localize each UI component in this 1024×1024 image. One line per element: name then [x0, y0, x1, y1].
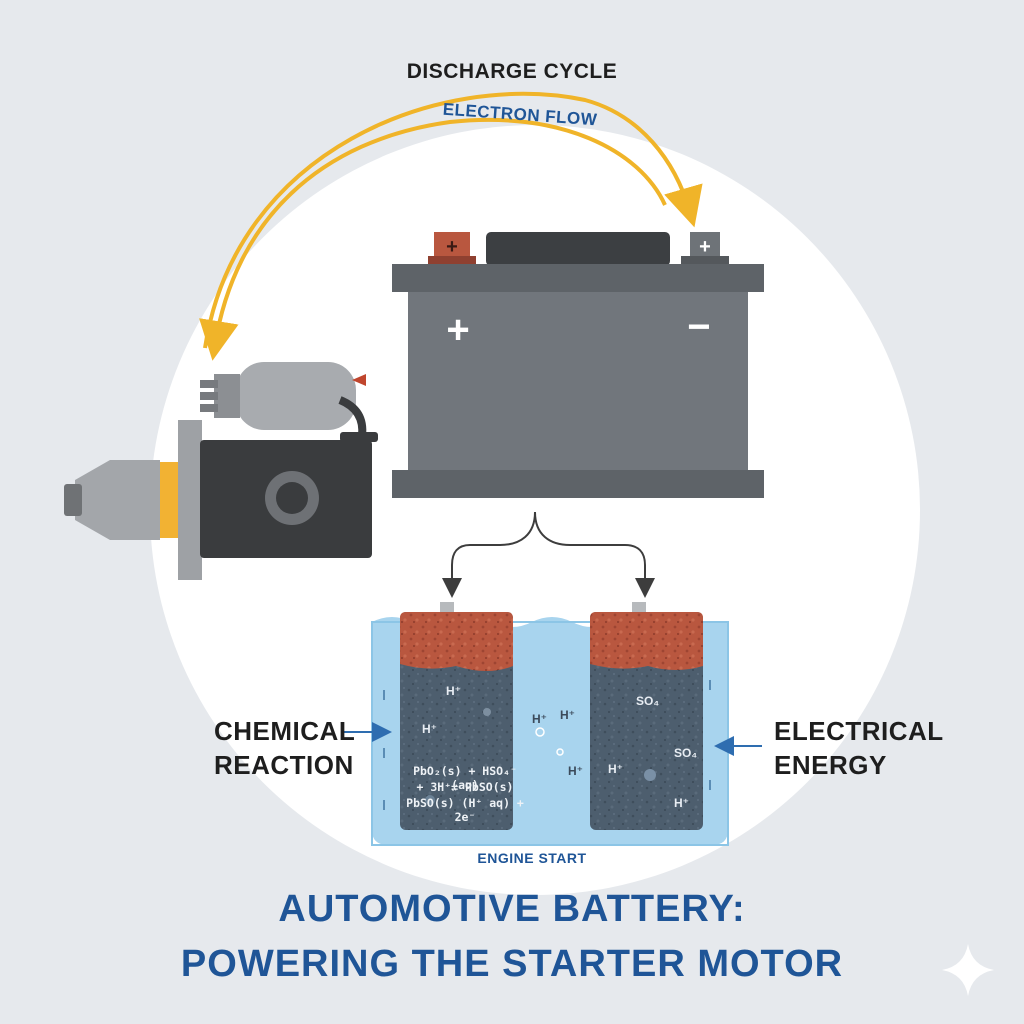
battery-body — [408, 292, 748, 470]
discharge-arrow-inner — [199, 117, 667, 361]
battery-positive-terminal — [434, 232, 470, 258]
equation-line-3: PbSO(s) (H⁺ aq) + 2e⁻ — [406, 796, 524, 824]
ion-label: H⁺ — [560, 708, 575, 722]
equation-line-2: + 3H⁺⇌ PbSO(s) — [416, 780, 514, 794]
ion-label: H⁺ — [568, 764, 583, 778]
battery — [392, 232, 764, 498]
motor-ring — [160, 462, 182, 538]
motor-nose — [75, 460, 160, 540]
solenoid-cable — [338, 396, 367, 437]
electrical-energy-line-2: ENERGY — [774, 750, 887, 780]
discharge-arrow-outer — [203, 91, 703, 349]
engine-start-label: ENGINE START — [477, 850, 587, 866]
discharge-cycle-label: DISCHARGE CYCLE — [406, 60, 618, 83]
cable-end-icon — [352, 374, 366, 386]
solenoid — [236, 362, 356, 430]
page-title-line-2: POWERING THE STARTER MOTOR — [180, 943, 844, 985]
battery-lid — [392, 264, 764, 292]
equation-line-1: PbO₂(s) + HSO₄⁻ (aq) — [413, 764, 517, 792]
starter-motor — [64, 362, 378, 580]
chemical-reaction-line-2: REACTION — [214, 750, 354, 780]
ion-label: H⁺ — [674, 796, 689, 810]
battery-negative-terminal — [690, 232, 720, 258]
electrical-energy-label: ELECTRICAL ENERGY — [774, 714, 944, 782]
ion-label: SO₄ — [674, 746, 698, 760]
ion-label: H⁺ — [446, 684, 461, 698]
split-bracket — [442, 511, 536, 598]
positive-terminal-symbol: + — [446, 236, 458, 258]
battery-plus-symbol: + — [446, 308, 469, 352]
motor-flange — [178, 420, 202, 580]
chemical-reaction-line-1: CHEMICAL — [214, 716, 356, 746]
ion-label: H⁺ — [532, 712, 547, 726]
battery-vent-cap — [486, 232, 670, 266]
ion-label: H⁺ — [422, 722, 437, 736]
electrical-energy-line-1: ELECTRICAL — [774, 716, 944, 746]
ion-label: SO₄ — [636, 694, 660, 708]
sparkle-icon — [942, 944, 994, 996]
battery-minus-symbol: − — [687, 305, 710, 349]
electrolyte-cell — [371, 602, 729, 846]
page-title-line-1: AUTOMOTIVE BATTERY: — [278, 888, 746, 930]
chemical-reaction-label: CHEMICAL REACTION — [214, 714, 356, 782]
battery-base — [392, 470, 764, 498]
ion-label: H⁺ — [608, 762, 623, 776]
negative-terminal-symbol: + — [699, 236, 711, 258]
